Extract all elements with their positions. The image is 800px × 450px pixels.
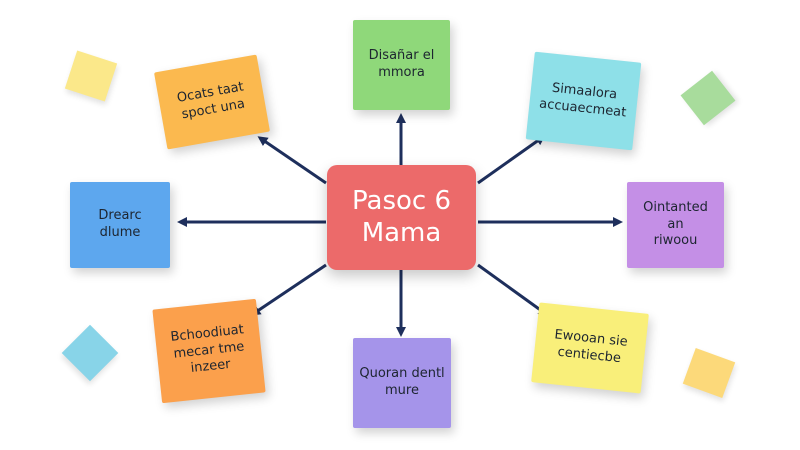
arrow-to-bottom-right (477, 263, 549, 316)
note-left[interactable]: Drearc dlume (70, 182, 170, 268)
note-right-label: Ointanted an riwoou (643, 199, 708, 249)
central-node-label: Pasoc 6 Mama (352, 186, 451, 248)
arrow-to-top-left (257, 136, 327, 185)
arrow-to-top-right (477, 135, 546, 185)
arrow-to-bottom-left (250, 263, 327, 316)
note-right[interactable]: Ointanted an riwoou (627, 182, 724, 268)
central-node[interactable]: Pasoc 6 Mama (327, 165, 476, 270)
note-bottom-right[interactable]: Ewooan sie centiecbe (531, 302, 649, 394)
note-bottom-right-label: Ewooan sie centiecbe (553, 327, 629, 367)
note-bottom-label: Quoran dentl mure (359, 366, 445, 398)
note-bottom[interactable]: Quoran dentl mure (353, 338, 451, 428)
note-top-label: Disañar el mmora (368, 48, 435, 80)
note-top-left-label: Ocats taat spoct una (175, 79, 247, 123)
note-bottom-left-label: Bchoodiuat mecar tme inzeer (169, 321, 245, 377)
note-left-label: Drearc dlume (98, 208, 142, 240)
note-bottom-left[interactable]: Bchoodiuat mecar tme inzeer (152, 298, 266, 404)
note-top[interactable]: Disañar el mmora (353, 20, 450, 110)
note-top-right-label: Simaalora accuaecmeat (538, 80, 627, 121)
note-top-right[interactable]: Simaalora accuaecmeat (525, 51, 642, 151)
